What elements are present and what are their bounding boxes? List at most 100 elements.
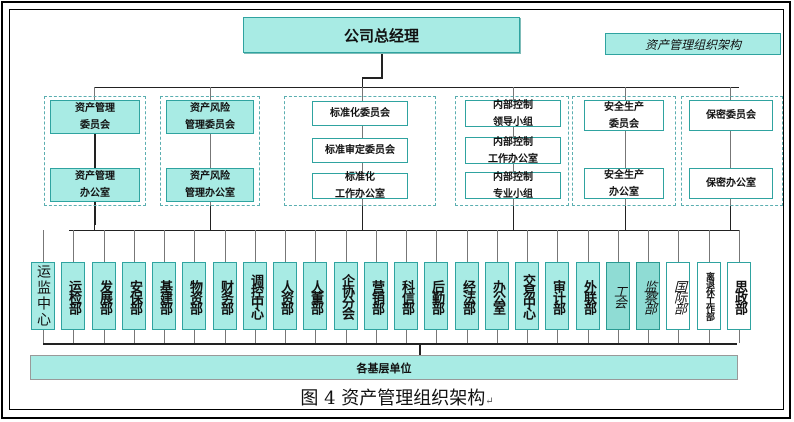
- department-rise-line: [739, 330, 740, 343]
- department-rise-line: [134, 330, 135, 343]
- department-drop-line: [406, 230, 407, 262]
- committee-box[interactable]: 资产管理委员会: [50, 100, 140, 134]
- department-label: 经法部: [460, 279, 475, 313]
- base-label: 各基层单位: [356, 361, 412, 375]
- committee-box[interactable]: 标准化工作办公室: [312, 172, 408, 200]
- committee-box[interactable]: 安全生产办公室: [584, 168, 664, 199]
- department-box[interactable]: 工会: [606, 262, 630, 330]
- ceo-box[interactable]: 公司总经理: [243, 17, 520, 53]
- department-box[interactable]: 思政部: [727, 262, 751, 330]
- department-label: 思政部: [732, 279, 747, 313]
- committee-box-label: 资产管理: [75, 171, 115, 182]
- department-label: 人董部: [308, 279, 323, 313]
- department-box[interactable]: 监察部: [636, 262, 660, 330]
- department-box[interactable]: 运检部: [61, 262, 85, 330]
- committee-box[interactable]: 内部控制专业小组: [465, 172, 561, 200]
- department-rise-line: [73, 330, 74, 343]
- department-rise-line: [346, 330, 347, 343]
- committee-box[interactable]: 资产管理办公室: [50, 168, 140, 202]
- department-box[interactable]: 办公室: [485, 262, 509, 330]
- committee-box-label: 内部控制: [493, 99, 533, 111]
- committee-box[interactable]: 标准化委员会: [312, 101, 408, 126]
- committee-box-label: 资产风险: [190, 171, 230, 182]
- department-box[interactable]: 交易中心: [515, 262, 539, 330]
- department-rise-line: [709, 330, 710, 343]
- group-to-bus-line: [94, 206, 95, 230]
- committee-box[interactable]: 安全生产委员会: [584, 100, 664, 131]
- department-box[interactable]: 科信部: [394, 262, 418, 330]
- department-label: 科信部: [399, 279, 414, 313]
- department-box[interactable]: 安保部: [122, 262, 146, 330]
- department-rise-line: [648, 330, 649, 343]
- connector-line: [363, 77, 383, 79]
- committee-box-label: 资产管理: [75, 103, 115, 114]
- committee-box[interactable]: 资产风险管理委员会: [166, 100, 254, 134]
- committee-box-label: 委员会: [80, 120, 110, 131]
- department-drop-line: [527, 230, 528, 262]
- department-label: 国际部: [671, 279, 686, 313]
- department-label: 财务部: [218, 279, 233, 313]
- department-drop-line: [194, 230, 195, 262]
- department-rise-line: [436, 330, 437, 343]
- committee-box[interactable]: 保密办公室: [689, 168, 773, 199]
- department-box[interactable]: 后勤部: [424, 262, 448, 330]
- department-label: 运检部: [66, 279, 81, 313]
- department-box[interactable]: 经法部: [455, 262, 479, 330]
- department-label: 物资部: [187, 279, 202, 313]
- figure-caption: 图 4 资产管理组织架构↵: [0, 384, 794, 410]
- department-rise-line: [104, 330, 105, 343]
- department-drop-line: [588, 230, 589, 262]
- group-to-bus-line: [730, 206, 731, 230]
- department-box[interactable]: 物资部: [182, 262, 206, 330]
- department-box[interactable]: 离退休工作部: [697, 262, 721, 330]
- department-box[interactable]: 基建部: [152, 262, 176, 330]
- department-rise-line: [406, 330, 407, 343]
- department-box[interactable]: 人资部: [273, 262, 297, 330]
- department-box[interactable]: 企协分会: [334, 262, 358, 330]
- committee-box-label: 保密委员会: [706, 110, 756, 121]
- department-box[interactable]: 外联部: [576, 262, 600, 330]
- department-label: 基建部: [157, 279, 172, 313]
- committee-box-label: 安全生产: [604, 101, 644, 113]
- committee-box-label: 委员会: [609, 118, 639, 130]
- group-internal-control: [455, 96, 569, 206]
- department-box[interactable]: 营销部: [364, 262, 388, 330]
- committee-box[interactable]: 保密委员会: [689, 100, 773, 131]
- department-label: 调控中心: [248, 274, 263, 318]
- department-drop-line: [467, 230, 468, 262]
- committee-box-label: 安全生产: [604, 169, 644, 181]
- department-rise-line: [376, 330, 377, 343]
- department-rise-line: [43, 330, 44, 343]
- group-spine-line: [210, 100, 211, 225]
- department-box[interactable]: 发展部: [92, 262, 116, 330]
- department-drop-line: [618, 230, 619, 262]
- committee-box[interactable]: 资产风险管理办公室: [166, 168, 254, 202]
- department-label: 后勤部: [429, 279, 444, 313]
- department-box[interactable]: 人董部: [303, 262, 327, 330]
- department-box[interactable]: 运监中心: [31, 262, 55, 330]
- department-drop-line: [225, 230, 226, 262]
- committee-box-label: 标准化委员会: [330, 108, 390, 119]
- committee-box-label: 专业小组: [493, 188, 533, 200]
- department-label: 企协分会: [339, 274, 354, 318]
- group-to-bus-line: [362, 206, 363, 230]
- base-units-box[interactable]: 各基层单位: [30, 355, 738, 380]
- chart-title-badge: 资产管理组织架构: [605, 33, 781, 55]
- committee-box[interactable]: 内部控制领导小组: [465, 99, 561, 128]
- department-rise-line: [255, 330, 256, 343]
- department-drop-line: [678, 230, 679, 262]
- department-drop-line: [739, 230, 740, 262]
- group-drop-line: [513, 87, 514, 100]
- department-drop-line: [164, 230, 165, 262]
- department-label: 安保部: [127, 279, 142, 313]
- committee-box-label: 工作办公室: [488, 153, 538, 165]
- paragraph-mark-icon: ↵: [485, 396, 494, 407]
- department-box[interactable]: 财务部: [213, 262, 237, 330]
- committee-box[interactable]: 标准审定委员会: [312, 138, 408, 163]
- group-asset-risk: [160, 96, 260, 206]
- committee-box[interactable]: 内部控制工作办公室: [465, 137, 561, 165]
- department-box[interactable]: 审计部: [545, 262, 569, 330]
- department-box[interactable]: 国际部: [666, 262, 690, 330]
- department-drop-line: [648, 230, 649, 262]
- department-box[interactable]: 调控中心: [243, 262, 267, 330]
